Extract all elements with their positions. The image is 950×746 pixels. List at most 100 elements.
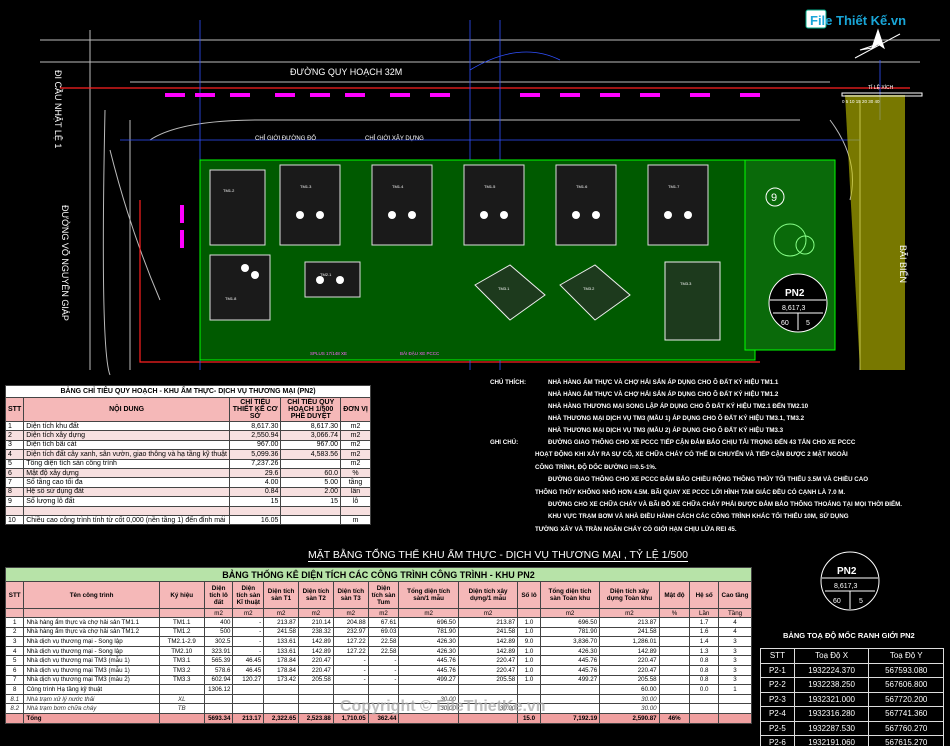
- planning-indicators-table: BẢNG CHỈ TIÊU QUY HOẠCH - KHU ẨM THỰC- D…: [4, 385, 371, 526]
- table-cell: TM2.10: [158, 645, 205, 657]
- bottom-label-2: BÃI ĐẬU XE PCCC: [400, 350, 440, 356]
- table-cell: 7: [4, 477, 25, 488]
- table-cell: 120.27: [232, 674, 265, 686]
- buildings-row-top: [209, 164, 709, 321]
- table-cell: TM3.2: [158, 664, 205, 676]
- table-cell: [539, 703, 601, 714]
- table-cell: -: [232, 636, 265, 647]
- table-cell: [203, 703, 234, 714]
- table-cell: lô: [340, 496, 371, 507]
- table-cell: [158, 712, 205, 724]
- table-cell: Mật độ xây dựng: [23, 467, 230, 479]
- table-cell: Nhà trạm xử lý nước thải: [23, 693, 160, 705]
- table-cell: [718, 693, 752, 705]
- table-cell: 173.42: [263, 674, 300, 686]
- table2-caption: BẢNG THỐNG KÊ DIỆN TÍCH CÁC CÔNG TRÌNH C…: [5, 567, 752, 582]
- table-cell: [539, 684, 601, 695]
- table1-header-base: CHỈ TIÊU THIẾT KẾ CƠ SỞ: [228, 397, 282, 422]
- table-cell: 1306.12: [203, 684, 234, 695]
- table-cell: 5: [4, 458, 25, 469]
- road-left-top-label: ĐI CẦU NHẬT LỆ 1: [53, 70, 63, 148]
- table-cell: 1,710.05: [332, 712, 369, 724]
- table2-unit: [23, 608, 160, 618]
- svg-text:TM2.1: TM2.1: [320, 272, 332, 277]
- table-cell: 15: [228, 496, 282, 507]
- table-cell: 1932191.060: [793, 735, 870, 746]
- table-cell: 7,192.19: [539, 712, 601, 724]
- table-cell: 127.22: [332, 645, 369, 657]
- table-cell: 213.87: [263, 617, 300, 628]
- table2-unit: m2: [457, 608, 519, 618]
- table-cell: 16.05: [228, 514, 282, 526]
- table-cell: 781.90: [539, 626, 601, 638]
- table2-header: Diện tích sàn Tum: [367, 581, 400, 609]
- table-cell: [658, 655, 691, 666]
- table-cell: [298, 703, 334, 714]
- table-cell: 696.50: [539, 617, 601, 628]
- table-cell: 445.76: [398, 655, 459, 666]
- table2-header: Diện tích xây dựng/1 mẫu: [457, 581, 519, 609]
- watermark: Copyright © FileThietKe.vn: [340, 698, 546, 715]
- table-cell: 3: [718, 655, 752, 666]
- table-cell: [658, 703, 691, 714]
- site-plan: TM1.2 TM1.3 TM1.4 TM1.5 TM1.6 TM1.7 TM1.…: [40, 9, 940, 376]
- table-cell: 46.45: [232, 655, 265, 666]
- table2-header: Diện tích sàn Kĩ thuật: [232, 581, 265, 609]
- table-cell: 1: [4, 420, 25, 432]
- table-cell: 445.76: [539, 655, 601, 666]
- lot-number-circle: [765, 187, 785, 207]
- table-cell: 8.1: [4, 693, 25, 705]
- table-cell: P2-2: [760, 677, 795, 693]
- table3-caption: BẢNG TOẠ ĐỘ MỐC RANH GIỚI PN2: [783, 631, 915, 640]
- table-cell: 7,237.26: [228, 458, 282, 469]
- table-cell: 2,322.65: [263, 712, 300, 724]
- table-cell: 8,617.30: [228, 420, 282, 432]
- table-cell: m2: [340, 449, 371, 460]
- table-cell: 967.00: [280, 439, 342, 451]
- table-cell: Diện tích xây dựng: [23, 430, 230, 441]
- table2-unit: m2: [599, 608, 660, 618]
- svg-text:60: 60: [781, 320, 789, 327]
- table-cell: Tổng diện tích sàn công trình: [23, 458, 230, 469]
- table-cell: [718, 703, 752, 714]
- legend-item: NHÀ HÀNG ẨM THỰC VÀ CHỢ HẢI SẢN ÁP DỤNG …: [548, 379, 779, 386]
- table-cell: 7: [4, 674, 25, 686]
- table2-unit: [4, 608, 25, 618]
- road-right-label: BÃI BIỂN: [898, 245, 909, 283]
- table2-header: Diện tích sàn T2: [298, 581, 334, 609]
- table2-header: Mật độ: [658, 581, 691, 609]
- table-cell: -: [232, 626, 265, 638]
- table-cell: 2,590.87: [599, 712, 660, 724]
- table-cell: 426.30: [539, 645, 601, 657]
- table-cell: 499.27: [398, 674, 459, 686]
- table-cell: [340, 505, 371, 516]
- table-cell: 400: [203, 617, 234, 628]
- table-cell: lần: [340, 486, 371, 498]
- table2-unit: m2: [398, 608, 459, 618]
- legend-item: NHÀ THƯƠNG MẠI DỊCH VỤ TM3 (MẪU 2) ÁP DỤ…: [548, 427, 784, 434]
- table-cell: 1932287.530: [793, 720, 870, 736]
- svg-text:TM1.8: TM1.8: [225, 296, 237, 301]
- table-cell: 3: [4, 439, 25, 451]
- table-cell: 10: [4, 514, 25, 526]
- table-cell: 1.7: [689, 617, 720, 628]
- bottom-label-1: SPLUS 17/148 XE: [310, 351, 347, 356]
- table-cell: tầng: [340, 477, 371, 488]
- table2-header: Cao tầng: [718, 581, 752, 609]
- table-cell: P2-3: [760, 691, 795, 707]
- table2-unit: [517, 608, 541, 618]
- table-cell: [263, 703, 300, 714]
- table-cell: 967.00: [228, 439, 282, 451]
- table-cell: 178.84: [263, 655, 300, 666]
- svg-text:TM1.6: TM1.6: [576, 184, 588, 189]
- table-cell: TM3.1: [158, 655, 205, 666]
- table-row: [4, 505, 371, 516]
- table-cell: 2.00: [280, 486, 342, 498]
